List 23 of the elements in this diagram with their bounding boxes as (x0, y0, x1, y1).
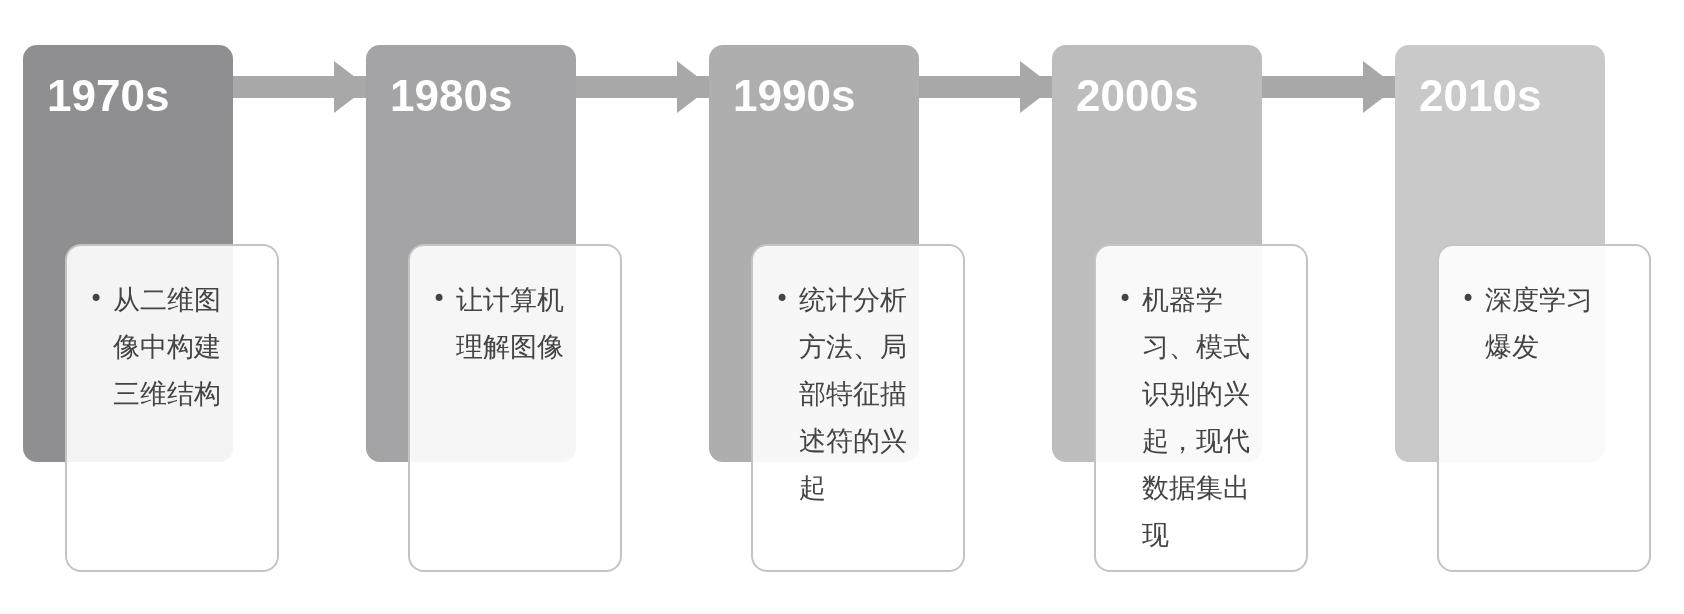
bullet-mark: • (775, 284, 790, 315)
year-label: 2000s (1076, 71, 1199, 121)
bullet-mark: • (1118, 284, 1133, 315)
card-text: 深度学习爆发 (1485, 283, 1594, 364)
card-text: 让计算机理解图像 (456, 283, 565, 364)
text-card (1437, 244, 1651, 572)
text-card (408, 244, 622, 572)
text-card (751, 244, 965, 572)
year-label: 1980s (390, 71, 513, 121)
arrow (1262, 61, 1397, 113)
arrow (919, 61, 1054, 113)
bullet-mark: • (432, 284, 447, 315)
bullet-mark: • (89, 284, 104, 315)
bullet-mark: • (1461, 284, 1476, 315)
arrow (576, 61, 711, 113)
arrow (233, 61, 368, 113)
year-label: 1990s (733, 71, 856, 121)
card-text: 机器学习、模式识别的兴起，现代数据集出现 (1142, 283, 1251, 552)
card-text: 从二维图像中构建三维结构 (113, 283, 222, 411)
text-card (1094, 244, 1308, 572)
year-label: 1970s (47, 71, 170, 121)
text-card (65, 244, 279, 572)
card-text: 统计分析方法、局部特征描述符的兴起 (799, 283, 908, 505)
